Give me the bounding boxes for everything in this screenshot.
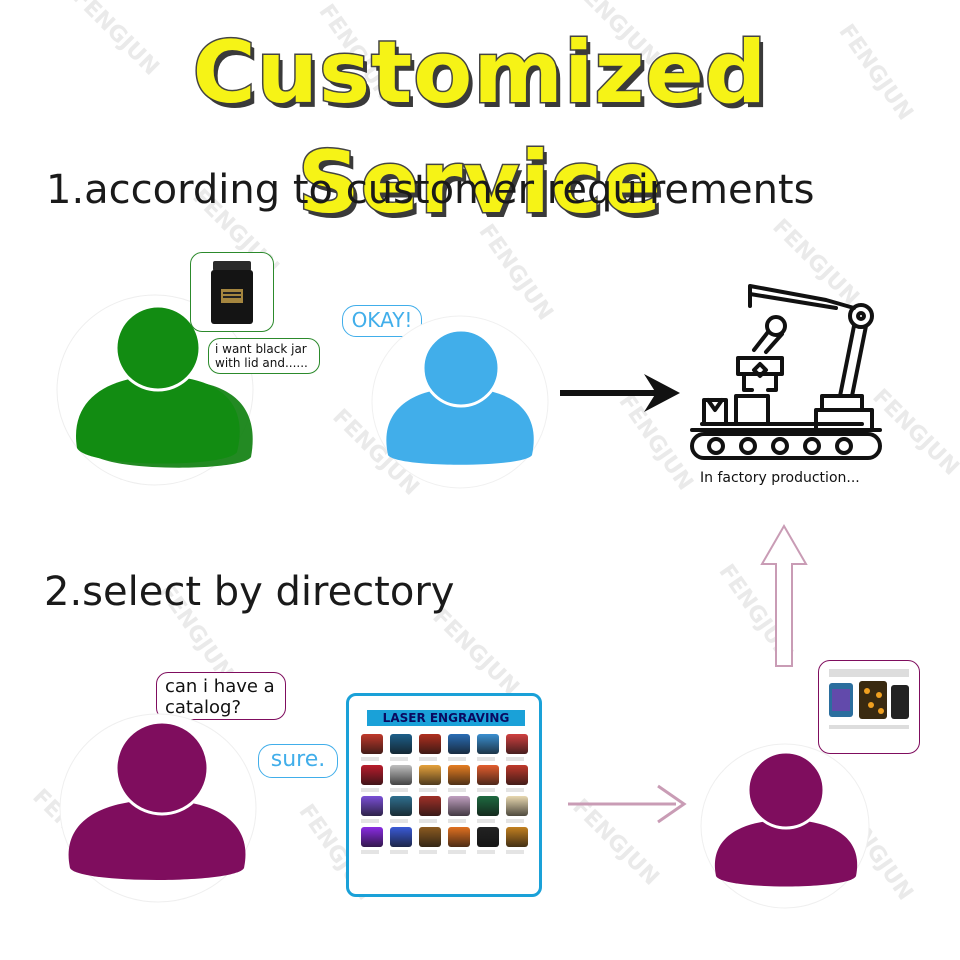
catalog-thumbnail bbox=[448, 765, 472, 792]
jar-thumbnail-icon bbox=[390, 827, 412, 847]
jar-thumbnail-icon bbox=[477, 765, 499, 785]
pink-arrow-right bbox=[568, 784, 687, 824]
jar-thumbnail-icon bbox=[506, 827, 528, 847]
catalog-thumbnail bbox=[419, 765, 443, 792]
jar-thumbnail-icon bbox=[419, 734, 441, 754]
thumbnail-caption-bar bbox=[477, 850, 495, 854]
thumbnail-caption-bar bbox=[390, 850, 408, 854]
jar-thumbnail-icon bbox=[506, 765, 528, 785]
jar-thumbnail-icon bbox=[390, 734, 412, 754]
thumbnail-caption-bar bbox=[419, 757, 437, 761]
thumbnail-caption-bar bbox=[506, 819, 524, 823]
green-user-icon bbox=[56, 294, 254, 486]
selected-product-bubble bbox=[818, 660, 920, 754]
catalog-request-bubble: can i have a catalog? bbox=[156, 672, 286, 720]
thumbnail-caption-bar bbox=[477, 788, 495, 792]
catalog-thumbnail bbox=[419, 827, 443, 854]
catalog-thumbnail bbox=[506, 796, 530, 823]
catalog-thumbnail bbox=[361, 796, 385, 823]
jar-thumbnail-icon bbox=[477, 796, 499, 816]
thumbnail-caption-bar bbox=[390, 819, 408, 823]
catalog-grid bbox=[361, 734, 531, 854]
page-title: Customized Service bbox=[191, 22, 768, 235]
jar-thumbnail-icon bbox=[419, 827, 441, 847]
step-1-heading: 1.according to customer requirements bbox=[46, 167, 815, 213]
catalog-thumbnail bbox=[361, 765, 385, 792]
thumbnail-caption-bar bbox=[506, 850, 524, 854]
catalog-thumbnail bbox=[390, 827, 414, 854]
jar-thumbnail-icon bbox=[390, 796, 412, 816]
purple-user-icon bbox=[59, 713, 257, 903]
thumbnail-caption-bar bbox=[361, 850, 379, 854]
sure-speech-bubble: sure. bbox=[258, 744, 338, 778]
jar-thumbnail-icon bbox=[448, 765, 470, 785]
jar-thumbnail-icon bbox=[390, 765, 412, 785]
catalog-thumbnail bbox=[477, 765, 501, 792]
catalog-thumbnail bbox=[448, 796, 472, 823]
jar-image-bubble bbox=[190, 252, 274, 332]
thumbnail-caption-bar bbox=[506, 757, 524, 761]
catalog-thumbnail bbox=[448, 734, 472, 761]
request-speech-bubble: i want black jar with lid and...... bbox=[208, 338, 320, 374]
catalog-thumbnail bbox=[390, 796, 414, 823]
catalog-thumbnail bbox=[448, 827, 472, 854]
step-2-heading: 2.select by directory bbox=[44, 569, 455, 615]
jar-thumbnail-icon bbox=[361, 765, 383, 785]
jar-thumbnail-icon bbox=[448, 796, 470, 816]
jar-thumbnail-icon bbox=[361, 734, 383, 754]
catalog-thumbnail bbox=[477, 827, 501, 854]
jar-thumbnail-icon bbox=[506, 796, 528, 816]
purple-user-right-icon bbox=[700, 743, 870, 909]
black-arrow-right bbox=[560, 374, 680, 412]
thumbnail-caption-bar bbox=[390, 788, 408, 792]
jar-thumbnail-icon bbox=[448, 734, 470, 754]
catalog-thumbnail bbox=[506, 765, 530, 792]
thumbnail-caption-bar bbox=[361, 757, 379, 761]
thumbnail-caption-bar bbox=[448, 788, 466, 792]
thumbnail-caption-bar bbox=[361, 788, 379, 792]
pink-arrow-up bbox=[760, 524, 808, 667]
jar-thumbnail-icon bbox=[477, 827, 499, 847]
thumbnail-caption-bar bbox=[361, 819, 379, 823]
thumbnail-caption-bar bbox=[448, 850, 466, 854]
catalog-thumbnail bbox=[390, 765, 414, 792]
catalog-thumbnail bbox=[419, 734, 443, 761]
blue-user-icon bbox=[371, 315, 549, 489]
black-jar-icon bbox=[211, 261, 253, 324]
catalog-card: LASER ENGRAVING bbox=[346, 693, 542, 897]
catalog-thumbnail bbox=[361, 734, 385, 761]
catalog-thumbnail bbox=[419, 796, 443, 823]
jar-thumbnail-icon bbox=[361, 796, 383, 816]
jar-thumbnail-icon bbox=[477, 734, 499, 754]
catalog-thumbnail bbox=[477, 796, 501, 823]
thumbnail-caption-bar bbox=[419, 850, 437, 854]
jar-thumbnail-icon bbox=[419, 765, 441, 785]
catalog-thumbnail bbox=[506, 734, 530, 761]
catalog-thumbnail bbox=[477, 734, 501, 761]
jar-thumbnail-icon bbox=[506, 734, 528, 754]
factory-robot-icon bbox=[690, 284, 882, 460]
thumbnail-caption-bar bbox=[419, 819, 437, 823]
jar-thumbnail-icon bbox=[448, 827, 470, 847]
catalog-thumbnail bbox=[390, 734, 414, 761]
thumbnail-caption-bar bbox=[448, 757, 466, 761]
catalog-thumbnail bbox=[506, 827, 530, 854]
thumbnail-caption-bar bbox=[419, 788, 437, 792]
jar-thumbnail-icon bbox=[361, 827, 383, 847]
thumbnail-caption-bar bbox=[477, 757, 495, 761]
thumbnail-caption-bar bbox=[477, 819, 495, 823]
factory-caption: In factory production... bbox=[700, 470, 860, 486]
watermark-text: FENGJUN bbox=[427, 604, 524, 701]
thumbnail-caption-bar bbox=[506, 788, 524, 792]
selected-jars-icon bbox=[829, 669, 909, 729]
catalog-header: LASER ENGRAVING bbox=[367, 710, 525, 726]
thumbnail-caption-bar bbox=[390, 757, 408, 761]
jar-thumbnail-icon bbox=[419, 796, 441, 816]
thumbnail-caption-bar bbox=[448, 819, 466, 823]
catalog-thumbnail bbox=[361, 827, 385, 854]
